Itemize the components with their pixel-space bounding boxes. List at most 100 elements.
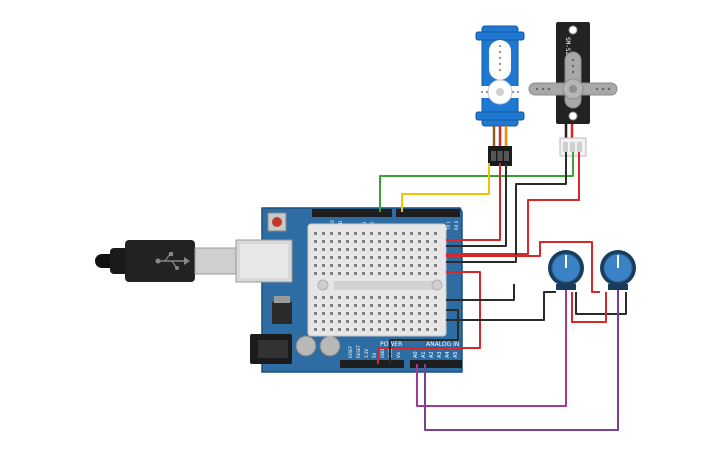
breadboard-hole[interactable] [330,312,333,315]
breadboard-hole[interactable] [362,328,365,331]
servo-blue[interactable] [475,25,525,166]
breadboard-hole[interactable] [378,328,381,331]
breadboard-hole[interactable] [322,240,325,243]
wire-black-servo-black-ground[interactable] [446,152,567,263]
breadboard-hole[interactable] [426,328,429,331]
breadboard-hole[interactable] [402,312,405,315]
breadboard-hole[interactable] [346,328,349,331]
breadboard-hole[interactable] [346,264,349,267]
wire-purple-pot2-a1[interactable] [424,290,619,431]
breadboard-hole[interactable] [362,232,365,235]
breadboard-hole[interactable] [338,312,341,315]
breadboard-hole[interactable] [322,304,325,307]
breadboard-hole[interactable] [394,256,397,259]
breadboard-hole[interactable] [426,272,429,275]
breadboard-hole[interactable] [394,296,397,299]
breadboard-hole[interactable] [418,272,421,275]
breadboard-hole[interactable] [354,312,357,315]
breadboard-hole[interactable] [354,304,357,307]
breadboard-hole[interactable] [338,240,341,243]
breadboard-hole[interactable] [330,328,333,331]
breadboard-hole[interactable] [402,256,405,259]
breadboard-hole[interactable] [362,272,365,275]
breadboard-hole[interactable] [338,320,341,323]
wire-black-rail[interactable] [446,284,515,301]
analog-header[interactable] [410,360,462,368]
wire-red-servo-black-power[interactable] [446,152,580,255]
breadboard-hole[interactable] [386,248,389,251]
breadboard-hole[interactable] [434,312,437,315]
breadboard-hole[interactable] [370,232,373,235]
breadboard-hole[interactable] [354,272,357,275]
breadboard-hole[interactable] [386,232,389,235]
breadboard-hole[interactable] [354,320,357,323]
breadboard-hole[interactable] [426,312,429,315]
breadboard-hole[interactable] [434,264,437,267]
wire-black-gnd[interactable] [389,309,459,364]
breadboard-hole[interactable] [346,304,349,307]
breadboard-hole[interactable] [314,272,317,275]
breadboard-hole[interactable] [426,304,429,307]
breadboard-hole[interactable] [418,312,421,315]
breadboard-hole[interactable] [322,272,325,275]
breadboard-hole[interactable] [370,272,373,275]
breadboard-hole[interactable] [410,312,413,315]
breadboard-hole[interactable] [322,328,325,331]
breadboard-hole[interactable] [322,264,325,267]
breadboard-hole[interactable] [322,320,325,323]
breadboard-hole[interactable] [410,264,413,267]
breadboard-hole[interactable] [378,304,381,307]
breadboard-hole[interactable] [314,320,317,323]
breadboard-hole[interactable] [370,256,373,259]
breadboard-hole[interactable] [346,248,349,251]
breadboard-hole[interactable] [418,248,421,251]
breadboard-hole[interactable] [402,264,405,267]
breadboard-hole[interactable] [418,296,421,299]
breadboard-hole[interactable] [362,304,365,307]
breadboard-hole[interactable] [394,248,397,251]
breadboard-hole[interactable] [394,264,397,267]
breadboard-hole[interactable] [314,312,317,315]
breadboard-hole[interactable] [314,256,317,259]
breadboard-hole[interactable] [362,240,365,243]
breadboard-hole[interactable] [426,296,429,299]
breadboard-hole[interactable] [426,248,429,251]
breadboard-hole[interactable] [338,272,341,275]
breadboard-hole[interactable] [378,264,381,267]
breadboard-hole[interactable] [426,256,429,259]
breadboard-hole[interactable] [346,312,349,315]
breadboard-hole[interactable] [346,272,349,275]
breadboard-hole[interactable] [378,232,381,235]
wire-black-servo-blue-ground[interactable] [446,163,507,247]
breadboard-hole[interactable] [386,312,389,315]
breadboard-hole[interactable] [378,256,381,259]
breadboard-hole[interactable] [346,232,349,235]
breadboard-hole[interactable] [338,296,341,299]
breadboard-hole[interactable] [386,256,389,259]
breadboard-hole[interactable] [426,232,429,235]
breadboard-hole[interactable] [418,304,421,307]
breadboard-hole[interactable] [394,240,397,243]
breadboard-hole[interactable] [354,264,357,267]
breadboard-hole[interactable] [314,232,317,235]
breadboard-hole[interactable] [410,304,413,307]
breadboard-hole[interactable] [362,264,365,267]
breadboard-hole[interactable] [402,232,405,235]
breadboard-hole[interactable] [354,256,357,259]
breadboard-hole[interactable] [346,296,349,299]
breadboard-hole[interactable] [322,296,325,299]
breadboard-hole[interactable] [354,240,357,243]
wire-red-pot-power[interactable] [446,241,600,293]
breadboard-hole[interactable] [426,264,429,267]
breadboard-hole[interactable] [338,232,341,235]
breadboard-hole[interactable] [418,264,421,267]
breadboard-hole[interactable] [434,328,437,331]
breadboard-hole[interactable] [322,232,325,235]
breadboard-hole[interactable] [394,328,397,331]
breadboard-hole[interactable] [394,312,397,315]
wire-black-pot-ground[interactable] [575,292,627,315]
breadboard-hole[interactable] [354,296,357,299]
breadboard-hole[interactable] [378,312,381,315]
breadboard-hole[interactable] [418,320,421,323]
breadboard-hole[interactable] [378,240,381,243]
